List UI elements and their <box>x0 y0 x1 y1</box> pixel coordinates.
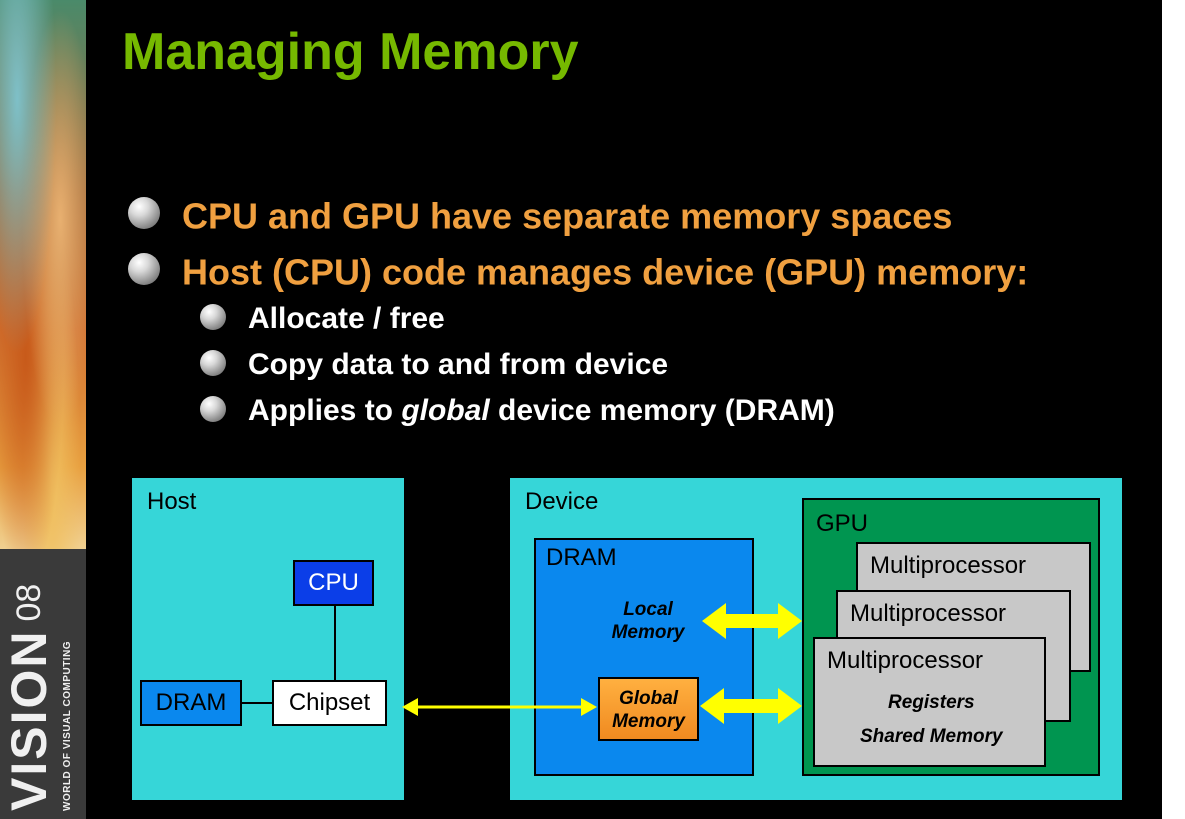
cpu-box: CPU <box>293 560 374 606</box>
sub-bullet-item: Copy data to and from device <box>200 345 668 384</box>
bullet-sphere-icon <box>200 350 226 377</box>
nvision-logo: VISION 08 <box>1 551 57 811</box>
sub-bullet-item: Allocate / free <box>200 299 445 338</box>
sub-bullet-text-suffix: device memory (DRAM) <box>489 394 835 428</box>
multiprocessor-label: Multiprocessor <box>870 552 1027 579</box>
bullet-text: CPU and GPU have separate memory spaces <box>182 195 953 237</box>
host-label: Host <box>147 488 197 515</box>
sub-bullet-text: Allocate / free <box>248 302 445 336</box>
logo-subtitle: WORLD OF VISUAL COMPUTING <box>62 640 73 811</box>
sub-bullet-text-prefix: Applies to <box>248 394 402 428</box>
sub-bullet-text: Applies to global device memory (DRAM) <box>248 394 835 427</box>
sub-bullet-text: Copy data to and from device <box>248 348 669 382</box>
slide-title: Managing Memory <box>122 23 579 81</box>
host-panel: Host <box>132 478 404 800</box>
logo-number: 08 <box>9 583 48 622</box>
sub-bullet-item: Applies to global device memory (DRAM) <box>200 391 835 430</box>
global-memory-line: Global <box>618 688 679 709</box>
global-memory-line: Memory <box>612 711 685 732</box>
local-memory-line: Memory <box>611 622 685 643</box>
bullet-sphere-icon <box>128 253 160 286</box>
logo-main-text: VISION <box>1 629 57 811</box>
local-memory-line: Local <box>623 599 673 620</box>
gpu-label: GPU <box>816 510 869 537</box>
bullet-sphere-icon <box>200 304 226 331</box>
multiprocessor-label: Multiprocessor <box>827 647 984 674</box>
bullet-sphere-icon <box>128 197 160 230</box>
bullet-item: Host (CPU) code manages device (GPU) mem… <box>128 248 1028 294</box>
host-dram-box: DRAM <box>140 680 242 726</box>
registers-label: Registers <box>888 692 975 713</box>
bullet-sphere-icon <box>200 396 226 423</box>
multiprocessor-box-front: Multiprocessor Registers Shared Memory <box>813 637 1046 767</box>
multiprocessor-label: Multiprocessor <box>850 600 1007 627</box>
global-memory-box: Global Memory <box>598 677 699 741</box>
device-dram-label: DRAM <box>546 544 617 571</box>
brand-strip: VISION 08 WORLD OF VISUAL COMPUTING <box>0 549 86 819</box>
bullet-text: Host (CPU) code manages device (GPU) mem… <box>182 251 1029 293</box>
local-memory-label: Local Memory <box>596 598 700 644</box>
chipset-box: Chipset <box>272 680 387 726</box>
shared-memory-label: Shared Memory <box>860 726 1003 747</box>
side-decorative-artwork <box>0 0 86 549</box>
sub-bullet-emphasis: global <box>401 394 490 428</box>
bullet-item: CPU and GPU have separate memory spaces <box>128 192 952 238</box>
device-label: Device <box>525 488 599 515</box>
